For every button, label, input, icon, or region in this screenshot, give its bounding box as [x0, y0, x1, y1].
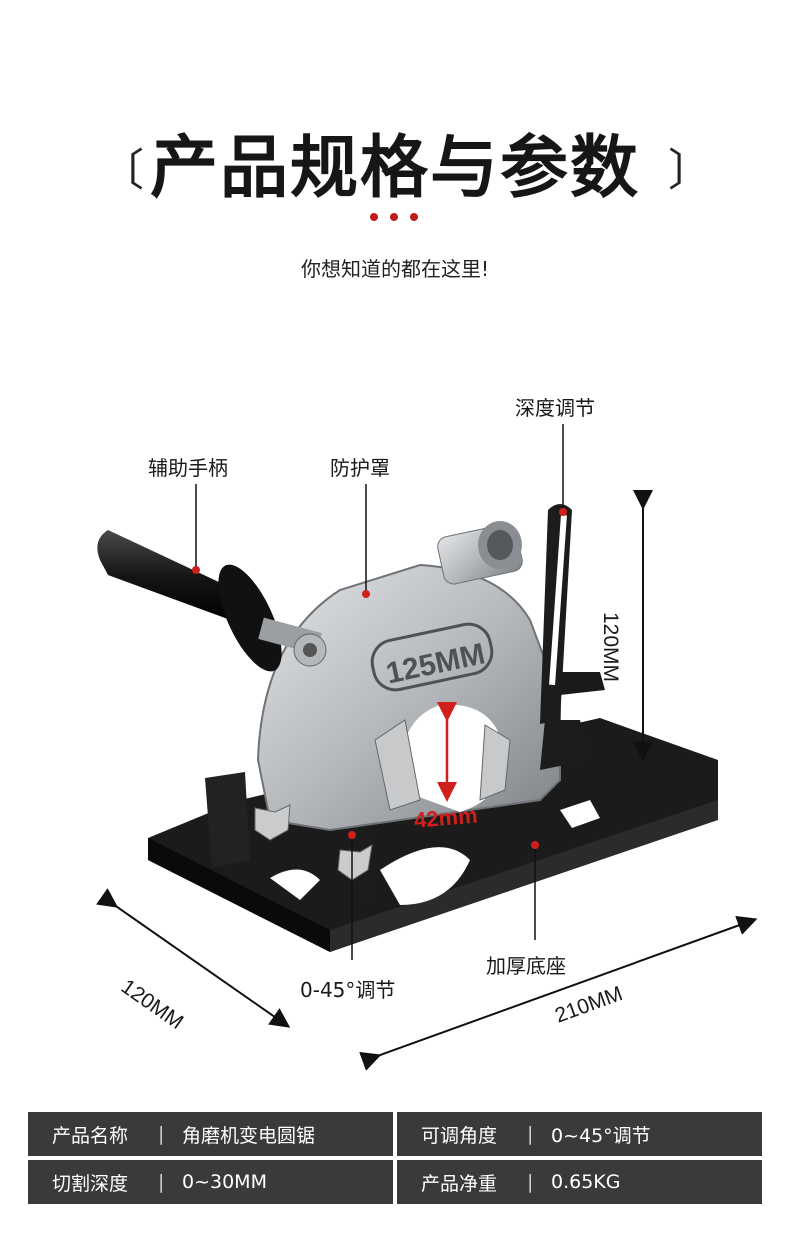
spec-separator: | — [527, 1123, 534, 1145]
spec-separator: | — [158, 1171, 165, 1193]
spec-cell: 可调角度 | 0~45°调节 — [397, 1112, 762, 1156]
decorative-dots — [370, 213, 420, 225]
page-title: 产品规格与参数 — [149, 129, 640, 208]
title-block: 〔 产品规格与参数 〕 — [0, 112, 790, 208]
spec-key: 可调角度 — [421, 1124, 498, 1147]
product-illustration: 125MM — [96, 424, 758, 1071]
spec-value: 角磨机变电圆锯 — [182, 1124, 316, 1147]
spec-key: 产品净重 — [421, 1172, 498, 1195]
spec-value: 0~30MM — [182, 1171, 267, 1193]
spec-key: 产品名称 — [52, 1124, 129, 1147]
spec-cell: 产品名称 | 角磨机变电圆锯 — [28, 1112, 393, 1156]
spec-table: 产品名称 | 角磨机变电圆锯 可调角度 | 0~45°调节 切割深度 | 0~3… — [28, 1112, 762, 1208]
spec-value: 0~45°调节 — [551, 1124, 651, 1147]
dim-height: 120MM — [599, 612, 622, 683]
spec-row: 产品名称 | 角磨机变电圆锯 可调角度 | 0~45°调节 — [28, 1112, 762, 1156]
callout-angle: 0-45°调节 — [300, 978, 396, 1002]
wing-nuts — [254, 804, 373, 881]
spec-separator: | — [158, 1123, 165, 1145]
spec-cell: 切割深度 | 0~30MM — [28, 1160, 393, 1204]
dot — [370, 213, 378, 221]
spec-row: 切割深度 | 0~30MM 产品净重 | 0.65KG — [28, 1160, 762, 1204]
title-bracket-right: 〕 — [668, 145, 712, 196]
depth-slider — [540, 504, 605, 770]
spec-separator: | — [527, 1171, 534, 1193]
callout-handle: 辅助手柄 — [148, 456, 228, 480]
spec-cell: 产品净重 | 0.65KG — [397, 1160, 762, 1204]
dot — [410, 213, 418, 221]
title-bracket-left: 〔 — [100, 145, 144, 196]
subtitle: 你想知道的都在这里! — [300, 257, 490, 281]
callout-base: 加厚底座 — [486, 954, 566, 978]
callout-guard: 防护罩 — [330, 456, 390, 480]
blade-guard: 125MM — [256, 521, 561, 832]
spec-key: 切割深度 — [52, 1172, 129, 1195]
callout-depth: 深度调节 — [515, 396, 595, 420]
dot — [390, 213, 398, 221]
dimension-arrows — [96, 490, 758, 1071]
auxiliary-handle — [97, 530, 327, 672]
callout-lines — [192, 424, 567, 960]
spec-value: 0.65KG — [551, 1171, 621, 1193]
dim-hole: 42mm — [413, 802, 479, 833]
